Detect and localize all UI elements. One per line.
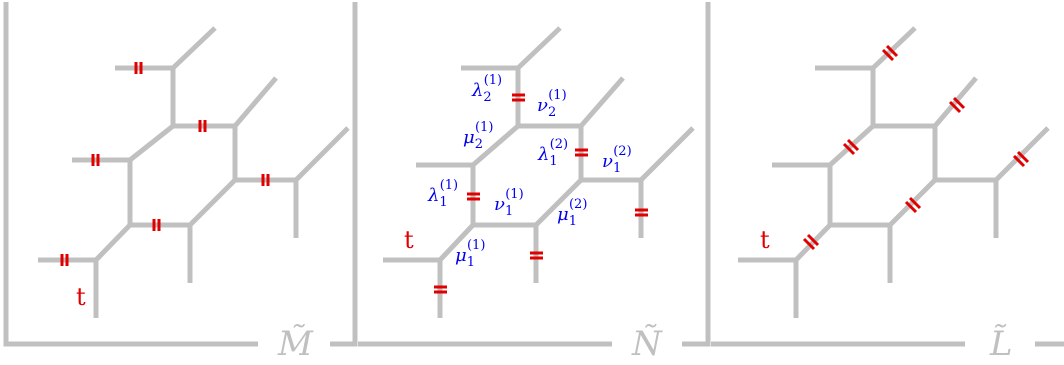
label-lambda1-1: λ1(1) (427, 178, 458, 210)
cut-mark (802, 237, 816, 251)
t-marker: t (76, 283, 86, 311)
cut-marks (434, 93, 648, 294)
panel-l: t L̃ (711, 26, 1064, 364)
cut-mark (904, 200, 918, 214)
web-diagram (38, 26, 350, 318)
label-lambda2-1: λ2(1) (471, 73, 502, 105)
cut-marks (802, 44, 1030, 251)
cut-mark (1012, 154, 1026, 168)
cut-mark (948, 100, 962, 114)
label-lambda1-2: λ1(2) (537, 137, 568, 169)
cut-mark (881, 48, 895, 62)
label-nu1-1: ν1(1) (494, 187, 524, 219)
panel-label-l: L̃ (989, 324, 1013, 364)
panel-frame (358, 2, 711, 347)
panel-m: t M̃ (3, 2, 358, 364)
cut-marks (60, 62, 270, 266)
cut-mark (952, 96, 966, 110)
label-mu1-1: μ1(1) (455, 238, 485, 270)
t-marker: t (404, 226, 414, 254)
web-diagram (383, 26, 695, 318)
cut-mark (846, 138, 860, 152)
panel-n: t λ2(1) ν2(1) μ2(1) λ1(2) ν1(2) λ1(1) ν1… (358, 2, 711, 364)
label-nu1-2: ν1(2) (602, 144, 632, 176)
cut-mark (1016, 150, 1030, 164)
label-mu1-2: μ1(2) (557, 197, 587, 229)
t-marker: t (760, 226, 770, 254)
panel-label-m: M̃ (277, 324, 314, 364)
cut-mark (908, 196, 922, 210)
panel-label-n: Ñ (631, 323, 663, 364)
panel-frame (3, 2, 358, 347)
label-mu2-1: μ2(1) (463, 120, 493, 152)
cut-mark (806, 233, 820, 247)
cut-mark (885, 44, 899, 58)
label-nu2-1: ν2(1) (537, 88, 567, 120)
web-diagram (738, 26, 1050, 318)
cut-mark (842, 142, 856, 156)
